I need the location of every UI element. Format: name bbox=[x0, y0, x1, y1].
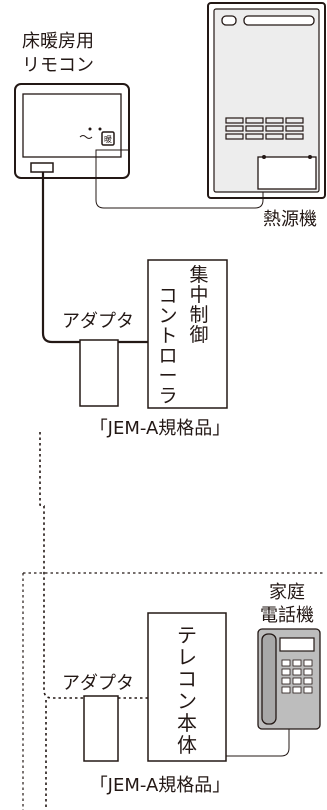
svg-text:ン: ン bbox=[177, 689, 197, 713]
keypad-icon bbox=[281, 659, 313, 694]
home-telephone bbox=[257, 628, 321, 730]
vent-grille bbox=[225, 117, 304, 140]
jem-top-label: 「JEM-A規格品」 bbox=[90, 418, 231, 439]
svg-text:ン: ン bbox=[158, 305, 177, 327]
central-controller-box bbox=[147, 259, 228, 409]
telecon-unit-box bbox=[147, 612, 227, 762]
svg-text:ラ: ラ bbox=[158, 385, 177, 407]
telecon-unit-label: テ レ コ ン 本 体 bbox=[177, 623, 197, 757]
adapter-bottom-box bbox=[83, 695, 119, 762]
remote-label-line1: 床暖房用 bbox=[22, 31, 94, 52]
adapter-bottom-label: アダプタ bbox=[62, 673, 134, 694]
svg-text:ロ: ロ bbox=[158, 345, 177, 367]
telecon-option-boundary bbox=[22, 572, 324, 810]
svg-text:中: 中 bbox=[189, 284, 208, 306]
svg-text:集: 集 bbox=[189, 264, 208, 286]
adapter-top-box bbox=[79, 339, 119, 407]
telephone-label-line2: 電話機 bbox=[260, 605, 314, 626]
svg-text:制: 制 bbox=[189, 304, 208, 326]
telephone-label-line1: 家庭 bbox=[269, 582, 305, 603]
heat-source-unit bbox=[207, 2, 326, 199]
adapter-top-label: アダプタ bbox=[62, 311, 134, 332]
svg-text:御: 御 bbox=[189, 324, 208, 346]
remote-button-text: 暖 bbox=[104, 135, 112, 144]
remote-label-line2: リモコン bbox=[22, 55, 94, 76]
svg-text:レ: レ bbox=[177, 645, 197, 669]
telephone-line bbox=[226, 729, 290, 757]
telephone-handset-icon bbox=[261, 633, 277, 725]
svg-text:コ: コ bbox=[158, 285, 177, 307]
svg-text:本: 本 bbox=[177, 711, 197, 735]
remote-cable bbox=[41, 172, 148, 344]
svg-text:ト: ト bbox=[158, 325, 177, 347]
telephone-display bbox=[279, 637, 315, 652]
remote-to-heat-source-pipe bbox=[95, 149, 264, 209]
svg-text:テ: テ bbox=[177, 623, 197, 647]
telecon-signal-line bbox=[39, 432, 150, 810]
jem-bottom-label: 「JEM-A規格品」 bbox=[90, 775, 231, 796]
svg-text:体: 体 bbox=[177, 733, 197, 757]
heat-source-label: 熱源機 bbox=[263, 209, 317, 230]
svg-text:ー: ー bbox=[158, 365, 177, 387]
floor-heating-remote: 暖 bbox=[14, 83, 130, 179]
central-controller-label: 集 中 制 御 コ ン ト ロ ー ラ bbox=[158, 264, 208, 407]
remote-heat-button[interactable] bbox=[101, 131, 115, 146]
svg-text:コ: コ bbox=[177, 667, 197, 691]
